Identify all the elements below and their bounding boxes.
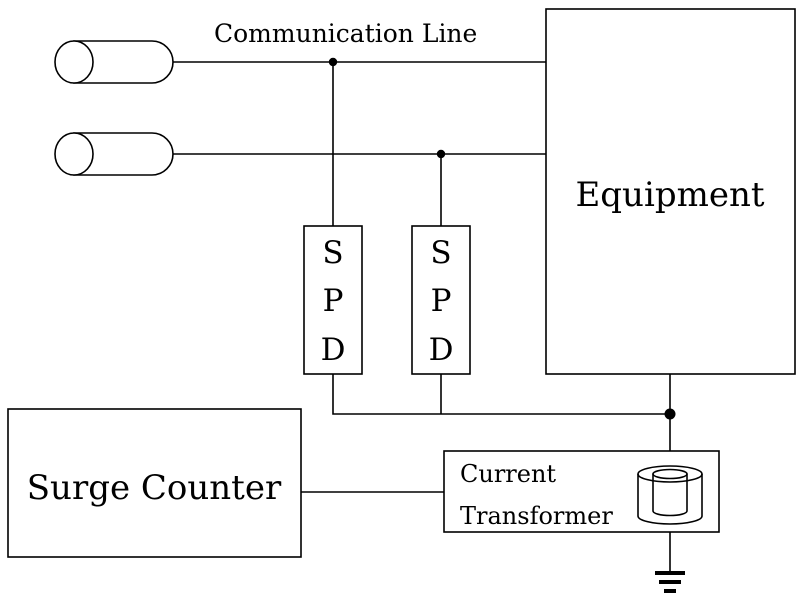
- spd-device-1: S P D: [303, 225, 363, 375]
- equipment-box: [545, 8, 796, 375]
- spd-letter: D: [321, 332, 346, 368]
- spd-ground-bus: [332, 374, 670, 415]
- spd-letter: P: [323, 283, 344, 319]
- spd-letter: D: [429, 332, 454, 368]
- surge-counter-box: [7, 408, 302, 558]
- cable-connector-top: [54, 40, 174, 84]
- toroid-core-icon: [637, 465, 703, 525]
- current-transformer-label-line2: Transformer: [460, 502, 613, 530]
- ground-junction-dot: [664, 408, 676, 420]
- spd-letter: S: [322, 235, 343, 271]
- spd-letter: S: [430, 235, 451, 271]
- current-transformer-label-line1: Current: [460, 460, 556, 488]
- ground-icon: [655, 571, 685, 593]
- spd-letter: P: [431, 283, 452, 319]
- surge-counter-label: Surge Counter: [27, 468, 282, 508]
- communication-line-label: Communication Line: [214, 19, 477, 48]
- equipment-label: Equipment: [575, 175, 764, 215]
- spd-device-2: S P D: [411, 225, 471, 375]
- cable-connector-bottom: [54, 132, 174, 176]
